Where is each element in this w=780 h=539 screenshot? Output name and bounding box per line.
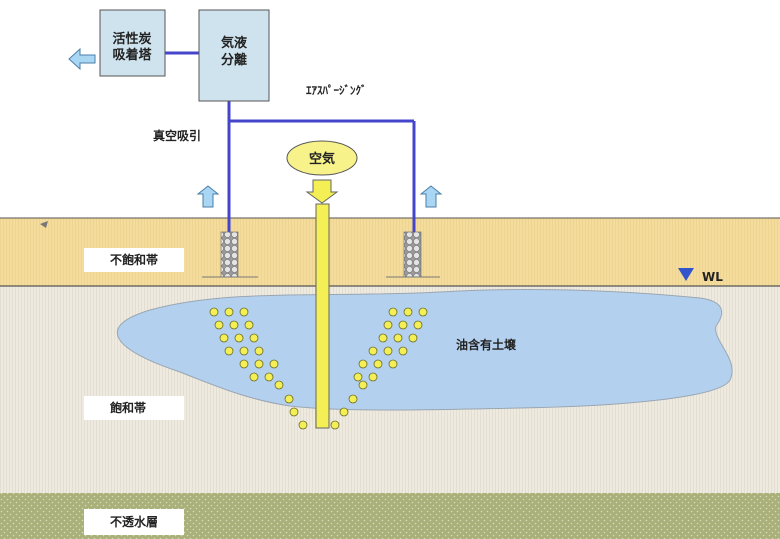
- air-balloon: [286, 140, 358, 176]
- air-bubble: [388, 307, 398, 317]
- impermeable-layer-label-bg: [84, 509, 184, 535]
- activated-carbon-tower-box: [99, 9, 166, 77]
- air-bubble: [383, 346, 393, 356]
- gas-liquid-separator-box: [198, 9, 270, 102]
- air-bubble: [388, 359, 398, 369]
- unsaturated-zone-label-bg: [84, 248, 184, 272]
- vapor-up-arrow-left-icon: [196, 185, 220, 208]
- saturated-zone-label-bg: [84, 396, 184, 420]
- air-bubble: [274, 380, 284, 390]
- gravel-well-right: [403, 231, 422, 278]
- air-bubble: [383, 320, 393, 330]
- air-bubble: [209, 307, 219, 317]
- air-bubble: [298, 420, 308, 430]
- air-bubble: [378, 333, 388, 343]
- air-bubble: [368, 372, 378, 382]
- air-bubble: [408, 333, 418, 343]
- activated-carbon-tower-label-line1: 活性炭: [112, 31, 151, 47]
- vacuum-suction-label: 真空吸引: [153, 128, 201, 143]
- air-bubble: [418, 307, 428, 317]
- air-bubbles: [209, 307, 428, 430]
- air-bubble: [348, 394, 358, 404]
- air-bubble: [229, 320, 239, 330]
- exhaust-arrow-icon: [68, 47, 96, 71]
- air-bubble: [289, 407, 299, 417]
- air-bubble: [214, 320, 224, 330]
- air-bubble: [244, 320, 254, 330]
- corner-mark-icon: [40, 221, 48, 228]
- air-bubble: [358, 359, 368, 369]
- air-bubble: [219, 333, 229, 343]
- piping: [165, 51, 416, 233]
- air-injection-pipe: [315, 203, 330, 429]
- air-bubble: [398, 346, 408, 356]
- air-bubble: [254, 359, 264, 369]
- air-bubble: [224, 346, 234, 356]
- air-bubble: [234, 333, 244, 343]
- air-bubble: [403, 307, 413, 317]
- air-bubble: [224, 307, 234, 317]
- air-bubble: [239, 346, 249, 356]
- air-bubble: [398, 320, 408, 330]
- air-injection-arrow-icon: [305, 179, 339, 204]
- water-level-label: WL: [702, 270, 723, 284]
- air-bubble: [254, 346, 264, 356]
- air-bubble: [249, 333, 259, 343]
- air-bubble: [239, 359, 249, 369]
- air-bubble: [393, 333, 403, 343]
- air-bubble: [413, 320, 423, 330]
- air-bubble: [249, 372, 259, 382]
- air-sparging-label: ｴｱｽﾊﾟｰｼﾞﾝｸﾞ: [306, 83, 367, 97]
- air-bubble: [368, 346, 378, 356]
- air-bubble: [330, 420, 340, 430]
- impermeable-layer-label: 不透水層: [110, 514, 158, 529]
- gas-liquid-separator-label-line1: 気液: [221, 35, 247, 51]
- saturated-zone-label: 飽和帯: [109, 400, 146, 415]
- water-level-marker-icon: [678, 268, 694, 281]
- air-bubble: [239, 307, 249, 317]
- gas-liquid-separator-label-line2: 分離: [221, 52, 247, 68]
- activated-carbon-tower-label-line2: 吸着塔: [112, 47, 152, 63]
- air-bubble: [264, 372, 274, 382]
- air-bubble: [373, 359, 383, 369]
- air-label: 空気: [309, 151, 335, 167]
- air-bubble: [339, 407, 349, 417]
- air-bubble: [284, 394, 294, 404]
- air-bubble: [353, 372, 363, 382]
- air-bubble: [358, 380, 368, 390]
- unsaturated-zone-label: 不飽和帯: [110, 252, 158, 267]
- oil-contaminated-soil-label: 油含有土壌: [456, 337, 517, 352]
- gravel-well-left: [220, 231, 239, 278]
- air-bubble: [269, 359, 279, 369]
- vapor-up-arrow-right-icon: [419, 185, 443, 208]
